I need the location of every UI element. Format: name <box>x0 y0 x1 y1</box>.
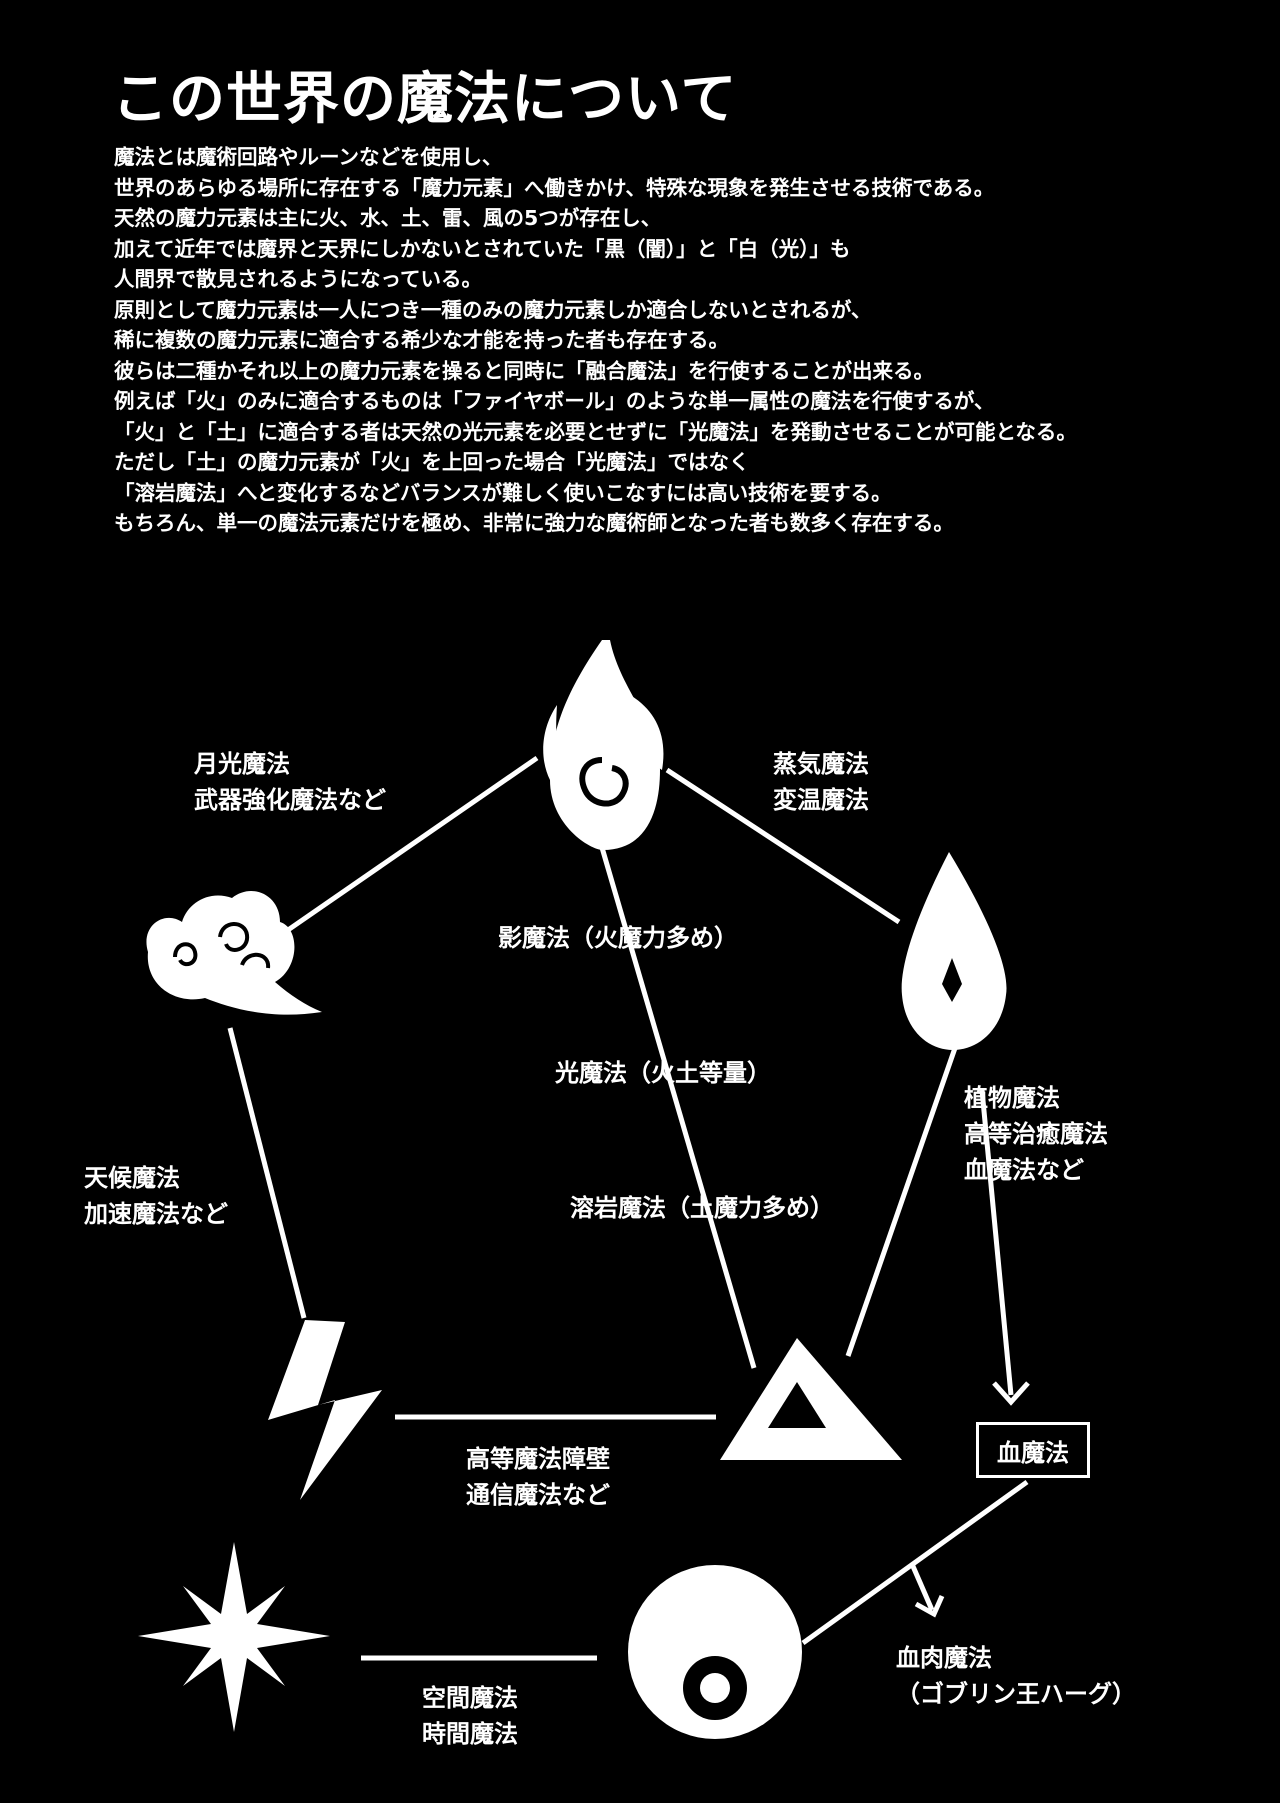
label-fire-wind: 月光魔法武器強化魔法など <box>194 750 386 814</box>
link-fire-earth <box>593 826 757 1369</box>
intro-line: 加えて近年では魔界と天界にしかないとされていた「黒（闇）」と「白（光）」も <box>114 236 851 261</box>
link-blood-dark <box>801 1479 1029 1646</box>
fire-icon <box>543 640 664 850</box>
arrowhead-flesh <box>914 1594 945 1618</box>
intro-line: 原則として魔力元素は一人につき一種のみの魔力元素しか適合しないとされるが、 <box>114 297 872 322</box>
intro-line: 例えば「火」のみに適合するものは「ファイヤボール」のような単一属性の魔法を行使す… <box>114 389 995 413</box>
intro-line: ただし「土」の魔力元素が「火」を上回った場合「光魔法」ではなく <box>114 450 750 474</box>
link-water-earth <box>845 1047 958 1357</box>
water-drop-icon <box>901 852 1007 1050</box>
label-fire-water: 蒸気魔法変温魔法 <box>773 750 869 814</box>
label-thunder-earth: 高等魔法障壁通信魔法など <box>466 1445 610 1509</box>
arrowhead-blood <box>992 1381 1030 1406</box>
label-light-magic: 光魔法（火土等量） <box>555 1059 771 1087</box>
label-shadow-magic: 影魔法（火魔力多め） <box>498 924 738 952</box>
intro-line: 「溶岩魔法」へと変化するなどバランスが難しく使いこなすには高い技術を要する。 <box>114 480 892 505</box>
earth-triangle-icon <box>720 1338 902 1460</box>
intro-line: 「火」と「土」に適合する者は天然の光元素を必要とせずに「光魔法」を発動させること… <box>114 419 1077 444</box>
intro-line: 人間界で散見されるようになっている。 <box>114 267 482 291</box>
label-blood-flesh: 血肉魔法（ゴブリン王ハーグ） <box>896 1644 1136 1708</box>
intro-line: 魔法とは魔術回路やルーンなどを使用し、 <box>114 145 503 169</box>
link-fire-water <box>665 767 901 925</box>
page-title: この世界の魔法について <box>112 67 738 132</box>
intro-line: 稀に複数の魔力元素に適合する希少な才能を持った者も存在する。 <box>114 328 729 352</box>
intro-text: 魔法とは魔術回路やルーンなどを使用し、世界のあらゆる場所に存在する「魔力元素」へ… <box>114 142 1254 539</box>
lightning-icon <box>268 1320 382 1500</box>
label-wind-thunder: 天候魔法加速魔法など <box>84 1164 228 1228</box>
label-water-earth: 植物魔法高等治癒魔法血魔法など <box>964 1084 1108 1184</box>
wind-cloud-icon <box>146 891 322 1015</box>
label-light-dark: 空間魔法時間魔法 <box>422 1684 518 1748</box>
link-wind-thunder <box>227 1027 307 1319</box>
link-water-blood <box>979 1089 1014 1396</box>
link-fire-wind <box>286 755 539 933</box>
eye-orb-icon <box>628 1565 802 1739</box>
star-icon <box>138 1542 330 1732</box>
intro-line: 彼らは二種かそれ以上の魔力元素を操ると同時に「融合魔法」を行使することが出来る。 <box>114 358 934 383</box>
intro-line: 世界のあらゆる場所に存在する「魔力元素」へ働きかけ、特殊な現象を発生させる技術で… <box>114 175 995 200</box>
intro-line: もちろん、単一の魔法元素だけを極め、非常に強力な魔術師となった者も数多く存在する… <box>114 511 954 535</box>
label-lava-magic: 溶岩魔法（土魔力多め） <box>570 1194 834 1222</box>
intro-line: 天然の魔力元素は主に火、水、土、雷、風の5つが存在し、 <box>114 206 662 230</box>
branch-blood-flesh <box>909 1563 935 1611</box>
blood-magic-box: 血魔法 <box>976 1422 1090 1478</box>
